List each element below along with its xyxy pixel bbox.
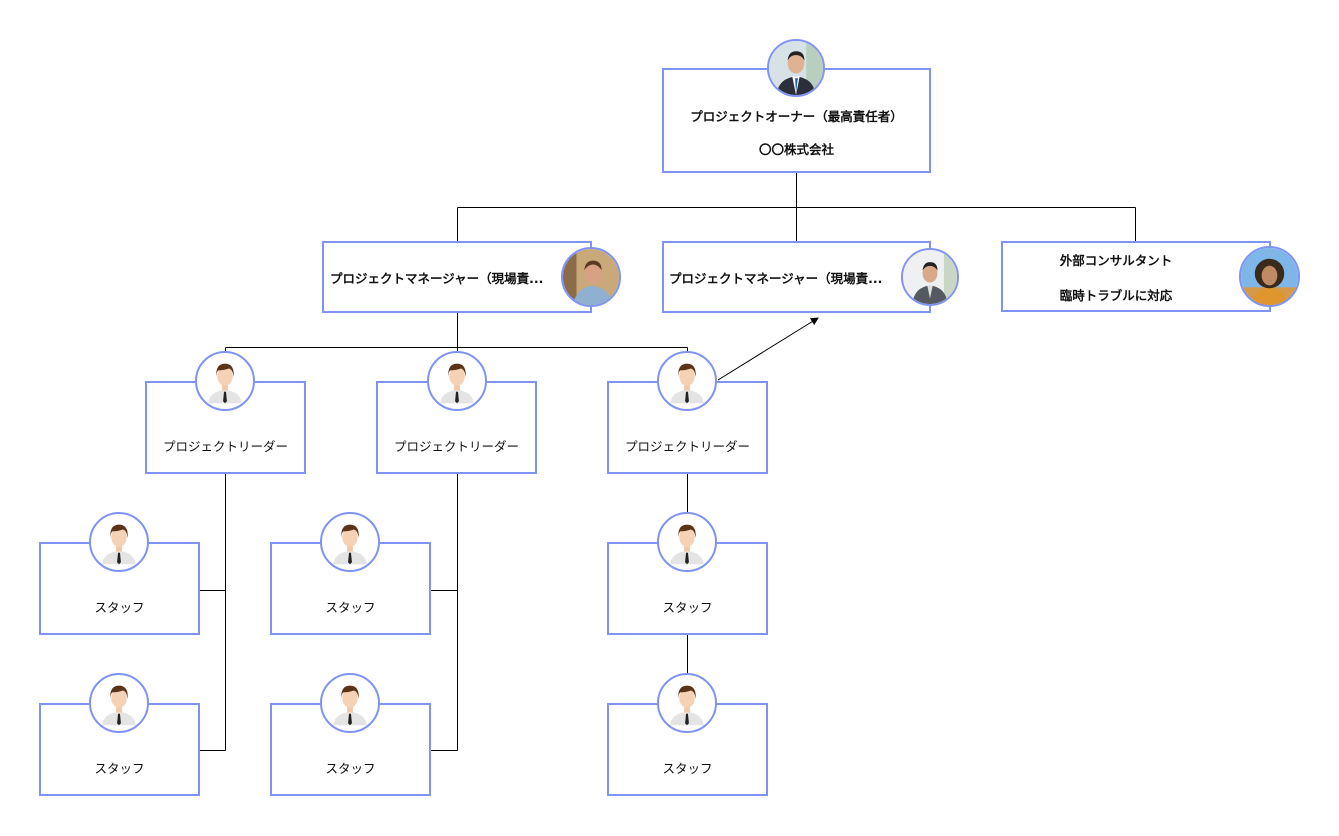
- manager-avatar-2: [901, 248, 959, 306]
- consultant-title: 外部コンサルタント: [1059, 252, 1173, 268]
- person-avatar: [657, 673, 717, 733]
- consultant-subtitle: 臨時トラブルに対応: [1059, 287, 1173, 303]
- staff-title: スタッフ: [662, 600, 713, 615]
- connector-owner-to-managers: [457, 172, 1136, 241]
- person-icon: [440, 363, 474, 404]
- manager-node-1[interactable]: プロジェクトマネージャー（現場責...: [322, 241, 592, 313]
- manager-node-2[interactable]: プロジェクトマネージャー（現場責...: [662, 241, 931, 313]
- staff-title: スタッフ: [325, 761, 376, 776]
- staff-title: スタッフ: [662, 761, 713, 776]
- manager-title: プロジェクトマネージャー（現場責...: [669, 270, 883, 286]
- person-icon: [102, 524, 136, 565]
- person-avatar: [320, 512, 380, 572]
- person-avatar: [427, 351, 487, 411]
- owner-title: プロジェクトオーナー（最高責任者）: [690, 108, 903, 124]
- person-avatar: [195, 351, 255, 411]
- leader-title: プロジェクトリーダー: [393, 439, 519, 454]
- leader-title: プロジェクトリーダー: [162, 439, 288, 454]
- consultant-node[interactable]: 外部コンサルタント 臨時トラブルに対応: [1001, 241, 1271, 312]
- person-avatar: [320, 673, 380, 733]
- person-icon: [333, 524, 367, 565]
- connector-leader1-to-staff: [199, 473, 226, 751]
- person-avatar: [657, 351, 717, 411]
- person-icon: [102, 685, 136, 726]
- consultant-avatar: [1239, 246, 1300, 307]
- person-icon: [670, 524, 704, 565]
- arrow-leader3-to-manager2: [717, 317, 819, 381]
- connector-leader2-to-staff: [430, 473, 458, 751]
- manager-title: プロジェクトマネージャー（現場責...: [330, 270, 544, 286]
- staff-title: スタッフ: [94, 600, 145, 615]
- owner-subtitle: 〇〇株式会社: [758, 141, 834, 157]
- leader-title: プロジェクトリーダー: [624, 439, 750, 454]
- manager-avatar-1: [561, 247, 621, 307]
- staff-title: スタッフ: [94, 761, 145, 776]
- owner-avatar: [767, 39, 825, 97]
- person-avatar: [657, 512, 717, 572]
- person-icon: [208, 363, 242, 404]
- connector-manager-to-leaders: [225, 312, 688, 351]
- person-avatar: [89, 673, 149, 733]
- staff-title: スタッフ: [325, 600, 376, 615]
- person-icon: [670, 685, 704, 726]
- person-icon: [333, 685, 367, 726]
- person-icon: [670, 363, 704, 404]
- person-avatar: [89, 512, 149, 572]
